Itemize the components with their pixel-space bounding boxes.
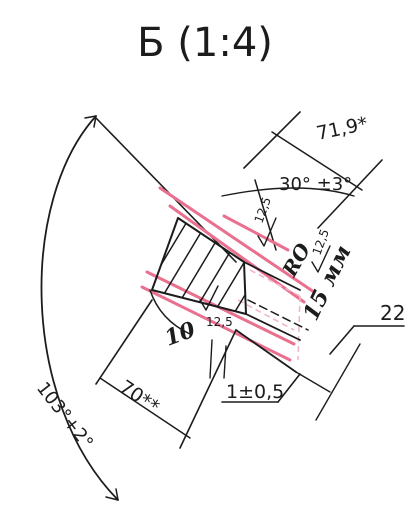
angle-arc-30 xyxy=(221,187,355,197)
ext-71-right xyxy=(317,159,383,229)
leader-22-tail xyxy=(329,325,355,355)
svg-text:12,5: 12,5 xyxy=(206,315,233,329)
part-hidden-edge xyxy=(247,299,309,331)
leader-1-0-5-tail xyxy=(277,373,301,403)
arc-10 xyxy=(149,289,191,335)
view-title: Б (1:4) xyxy=(137,20,273,66)
dim-70-label: 70** xyxy=(115,376,163,418)
dim-angle-103-label: 103°+2° xyxy=(32,378,97,453)
dim-angle-30-label: 30° ±3° xyxy=(279,174,352,195)
ext-70-left xyxy=(95,299,153,385)
dim-10-label: 10 xyxy=(161,316,199,351)
dim-70-line xyxy=(99,377,191,439)
angle-arc-103 xyxy=(40,115,119,501)
pink-marker-lines xyxy=(140,186,316,362)
dim-22-label: 22 xyxy=(380,301,405,325)
dim-22-line xyxy=(315,343,361,421)
arc-arrowhead-bottom xyxy=(105,488,119,501)
dim-71-9-label: 71,9* xyxy=(314,113,369,145)
handwritten-note-1: RO xyxy=(277,239,316,282)
dim-1-0-5-label: 1±0,5 xyxy=(226,381,284,403)
part-edge-2 xyxy=(245,313,301,341)
extension-line-top xyxy=(95,117,237,263)
ext-71-left xyxy=(243,111,301,169)
ext-70-right xyxy=(179,329,237,449)
ext-22 xyxy=(295,371,331,393)
line-30-ref xyxy=(254,179,277,251)
pink-dashed-lines xyxy=(237,269,301,361)
roughness-mark-3: 12,5 xyxy=(199,285,233,329)
ext-1-0-5-a xyxy=(209,339,213,379)
part-edge-3 xyxy=(235,329,297,373)
dim-71-line xyxy=(271,131,363,191)
svg-text:12,5: 12,5 xyxy=(252,195,274,225)
part-edge-1 xyxy=(243,261,301,291)
